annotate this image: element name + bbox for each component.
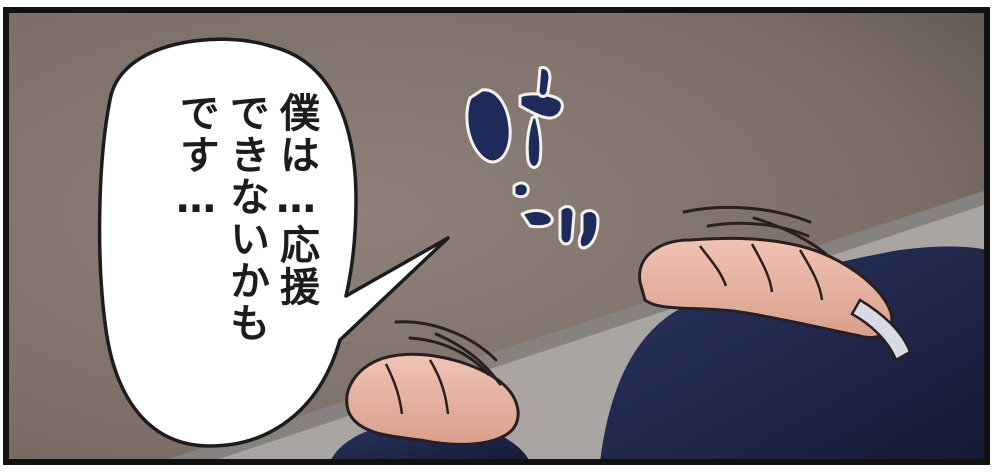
suit-sleeve-right (600, 246, 987, 462)
motion-lines (394, 205, 828, 386)
fist-left (345, 352, 520, 446)
shirt-cuff-right (850, 298, 912, 362)
fist-right (638, 236, 894, 339)
panel-border (3, 7, 990, 465)
fist-left-knuckles (384, 359, 450, 415)
sound-effect-don (465, 66, 600, 250)
speech-bubble-shape (97, 37, 450, 448)
fist-right-knuckles (699, 243, 824, 301)
